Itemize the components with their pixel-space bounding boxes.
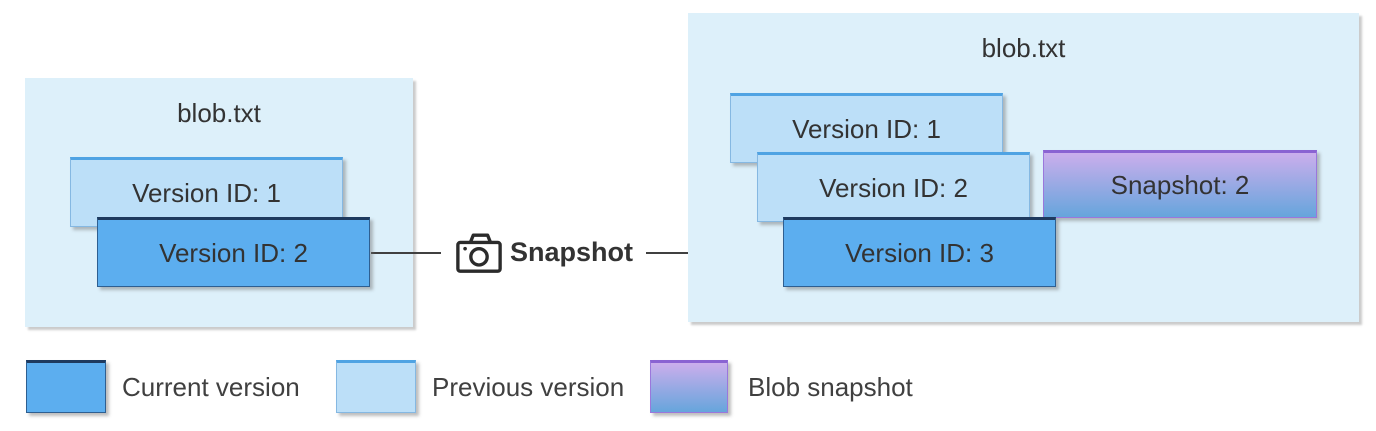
right-panel-title: blob.txt [981,33,1066,63]
legend-label-previous-version: Previous version [432,372,625,402]
legend-label-current-version: Current version [122,372,300,402]
legend-swatch-current-version [26,360,106,413]
legend-label-blob-snapshot: Blob snapshot [748,372,913,402]
right-version-box-3: Version ID: 3 [783,217,1056,287]
left-version-box-1: Version ID: 1 [70,157,343,227]
left-version-box-2: Version ID: 2 [97,217,370,287]
right-version-box-2: Version ID: 2 [757,152,1030,222]
right-version-box-1: Version ID: 1 [730,93,1003,163]
connector-line-left [371,252,441,254]
right-blob-panel: blob.txt Version ID: 1 Version ID: 2 Sna… [688,13,1359,322]
camera-icon [455,230,503,281]
left-panel-title: blob.txt [177,98,261,128]
legend-swatch-previous-version [336,360,416,413]
left-blob-panel: blob.txt Version ID: 1 Version ID: 2 [25,78,413,327]
legend-swatch-blob-snapshot [650,360,728,413]
snapshot-connector-label: Snapshot [510,237,634,267]
snapshot-box: Snapshot: 2 [1043,150,1317,218]
